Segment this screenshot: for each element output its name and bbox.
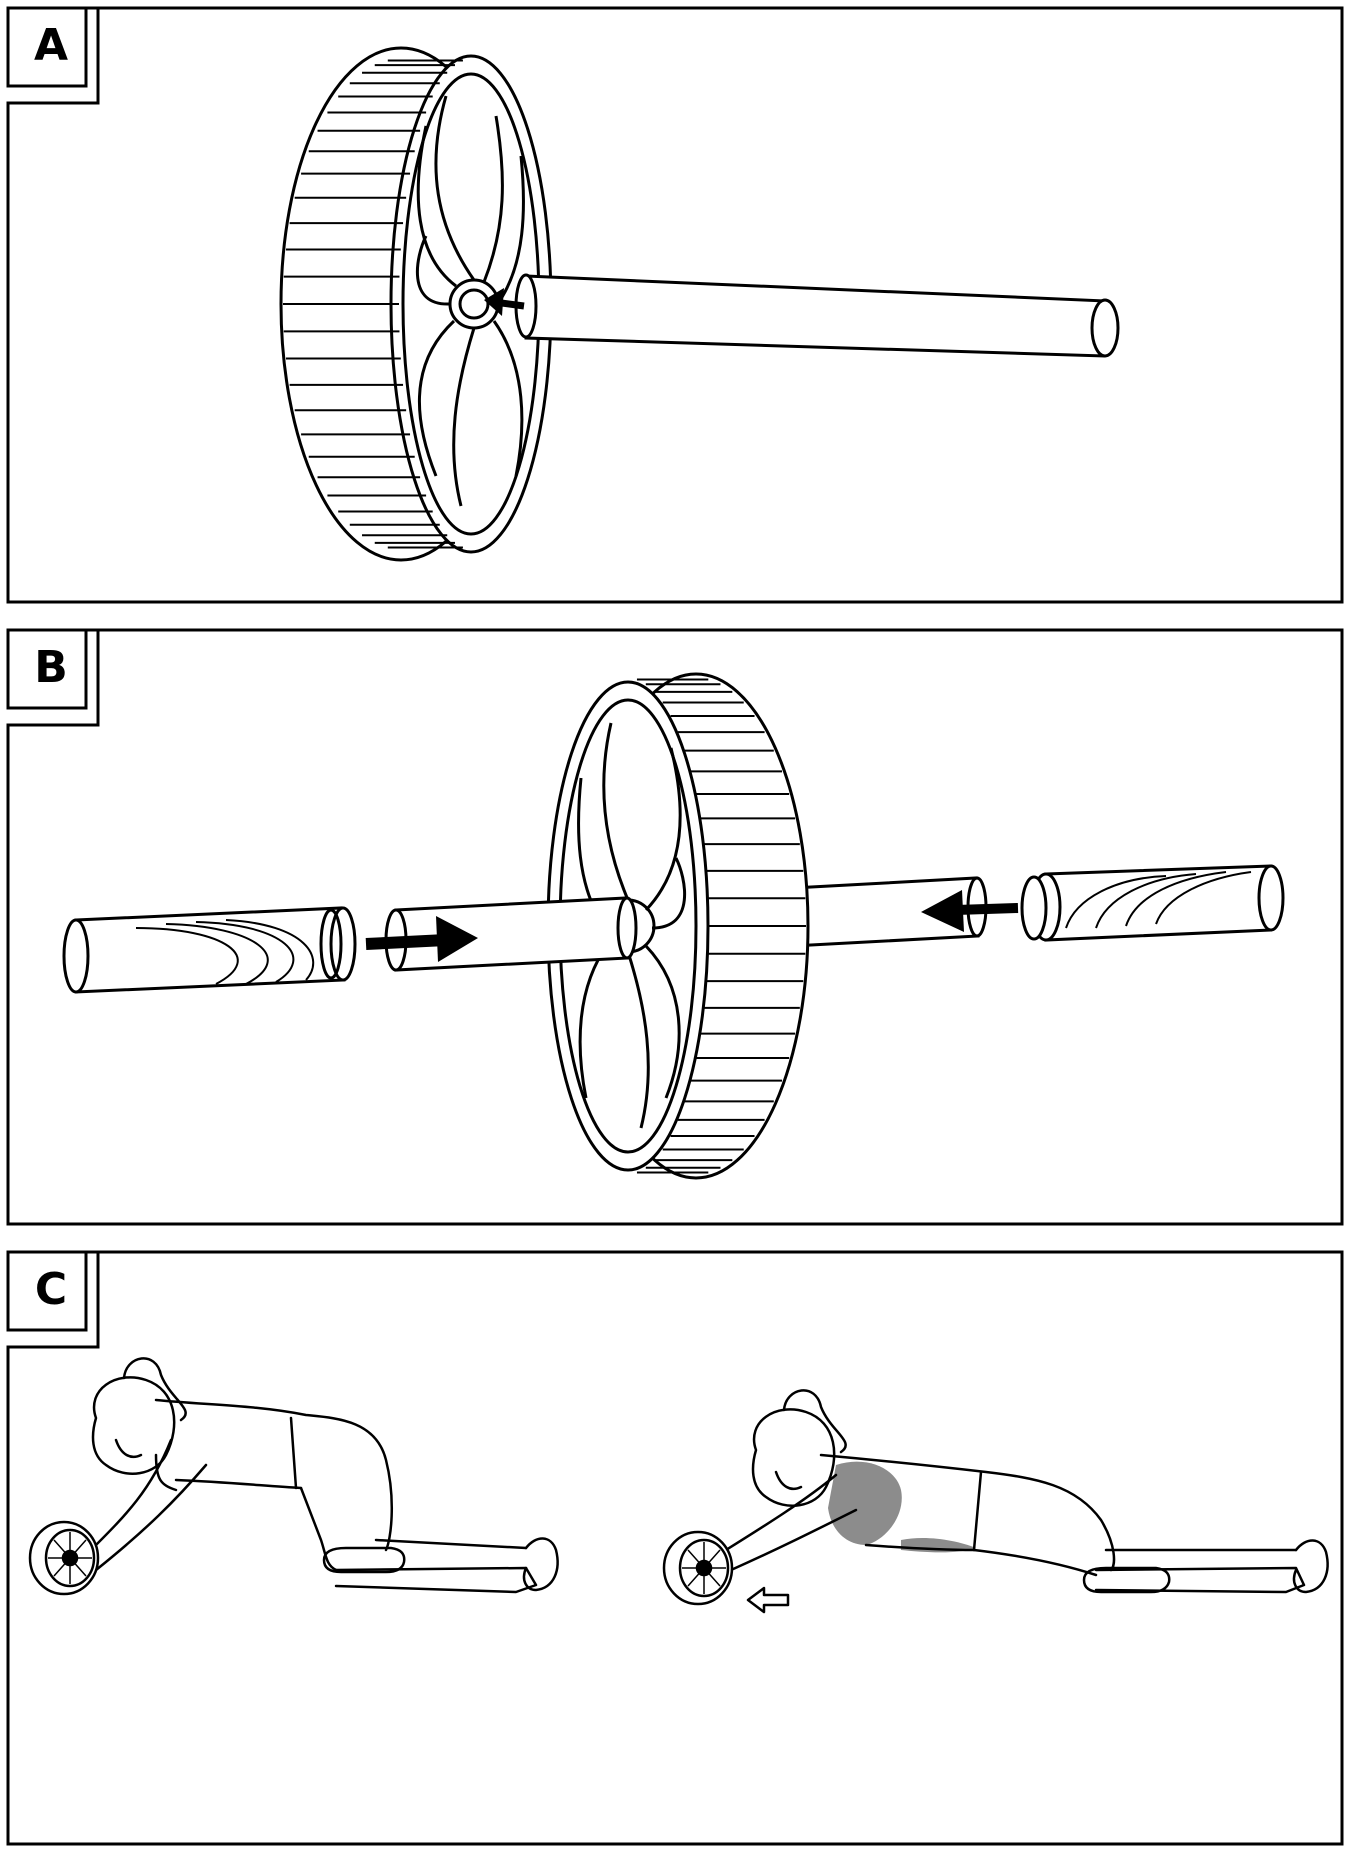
step-label-a: A [33,20,69,71]
wheel-icon [662,1530,734,1606]
right-handle-icon [1020,864,1285,942]
step-c-illustration [6,1250,1344,1846]
step-b-illustration [6,628,1344,1226]
insert-arrow-right-icon [921,890,1019,932]
step-a-illustration [6,6,1344,604]
axle-bar-icon [514,273,1120,358]
step-c-panel: C [6,1250,1344,1846]
step-a-panel: A [6,6,1344,604]
wheel-icon [279,46,553,562]
insert-arrow-left-icon [365,916,478,962]
step-label-b: B [34,642,68,693]
start-position-figure [89,1357,559,1594]
left-handle-icon [62,906,357,994]
insert-arrow-icon [484,288,525,316]
step-label-c: C [34,1264,68,1315]
wheel-icon [28,1520,100,1596]
step-b-panel: B [6,628,1344,1226]
roll-direction-arrow-icon [746,1586,790,1614]
extended-position-figure [724,1389,1329,1594]
axle-bar-left-icon [384,896,638,972]
